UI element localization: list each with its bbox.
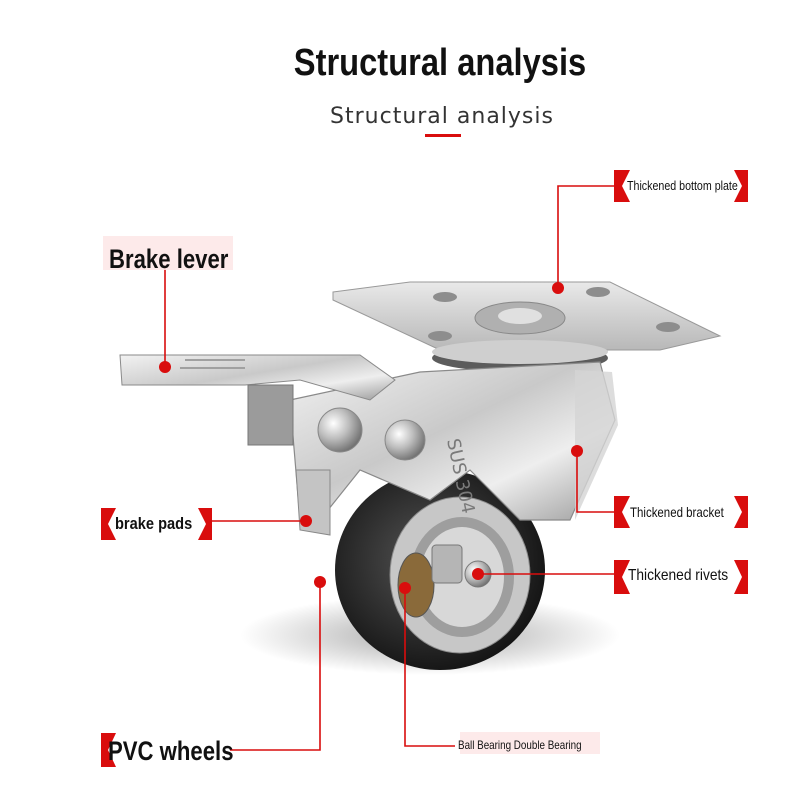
label-thickened-bracket: Thickened bracket [630, 504, 724, 520]
rivet-1 [317, 407, 363, 453]
label-thickened-rivets: Thickened rivets [628, 567, 729, 584]
dot-brake-lever [159, 361, 171, 373]
dot-brake-pads [300, 515, 312, 527]
brake-lever-shape [119, 354, 396, 401]
rivet-2 [384, 419, 426, 461]
dot-bracket [571, 445, 583, 457]
label-pvc-wheels: PVC wheels [108, 736, 234, 766]
label-ball-bearing: Ball Bearing Double Bearing [458, 738, 582, 752]
label-brake-pads: brake pads [115, 514, 193, 533]
title-underline [425, 134, 461, 137]
label-brake-lever: Brake lever [109, 244, 229, 274]
page-subtitle: Structural analysis [330, 104, 554, 129]
label-thickened-bottom-plate: Thickened bottom plate [627, 178, 738, 193]
dot-pvc-wheels [314, 576, 326, 588]
dot-bottom-plate [552, 282, 564, 294]
dot-rivets [472, 568, 484, 580]
page-title: Structural analysis [293, 42, 587, 84]
dot-ball-bearing [399, 582, 411, 594]
